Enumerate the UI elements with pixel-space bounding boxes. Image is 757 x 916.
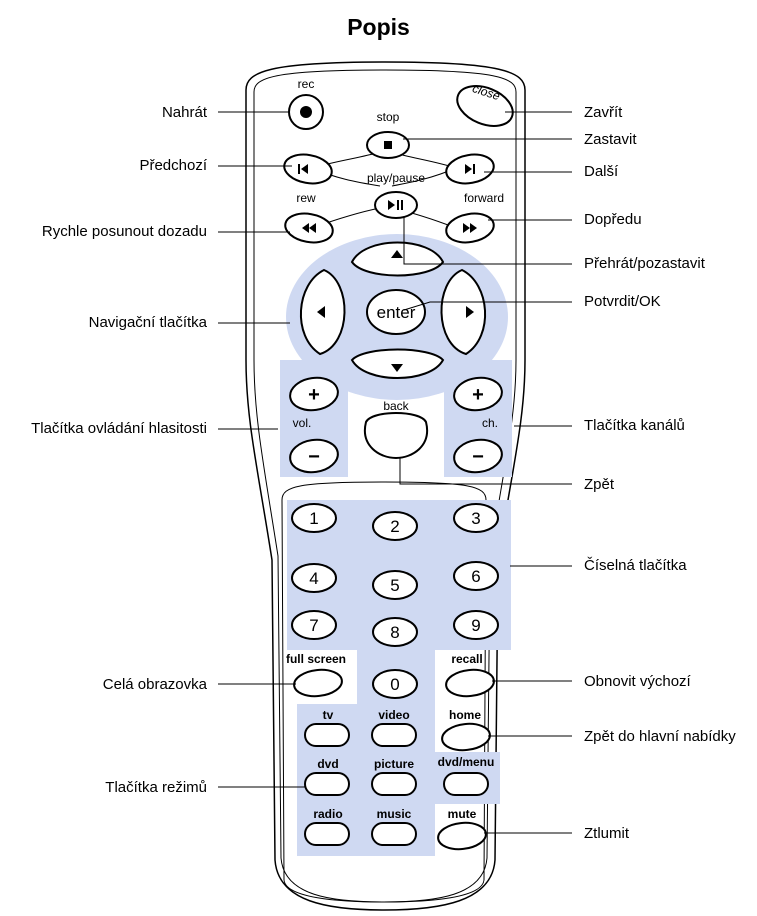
callout-home: Zpět do hlavní nabídky	[584, 728, 736, 745]
home-label: home	[449, 708, 481, 722]
stop-icon	[384, 141, 392, 149]
dvd-label: dvd	[317, 757, 338, 771]
back-button[interactable]	[365, 413, 427, 458]
digit-label: 1	[309, 509, 318, 528]
callout-forward: Dopředu	[584, 211, 642, 228]
callout-full-screen: Celá obrazovka	[103, 676, 208, 693]
callout-next: Další	[584, 163, 619, 180]
dvd-menu-label: dvd/menu	[438, 755, 495, 769]
mute-label: mute	[448, 807, 477, 821]
stop-label: stop	[377, 110, 400, 124]
digit-label: 5	[390, 576, 399, 595]
music-button[interactable]	[372, 823, 416, 845]
digit-label: 7	[309, 616, 318, 635]
callout-back: Zpět	[584, 476, 615, 493]
minus-icon: −	[472, 446, 484, 468]
tv-label: tv	[323, 708, 334, 722]
callout-channel: Tlačítka kanálů	[584, 417, 685, 434]
music-label: music	[377, 807, 412, 821]
radio-label: radio	[313, 807, 342, 821]
plus-icon: +	[308, 384, 320, 406]
callout-numbers: Číselná tlačítka	[584, 557, 687, 574]
callout-close: Zavřít	[584, 104, 623, 121]
digit-label: 8	[390, 623, 399, 642]
dvd-menu-button[interactable]	[444, 773, 488, 795]
callout-modes: Tlačítka režimů	[105, 779, 207, 796]
digit-label: 2	[390, 517, 399, 536]
plus-icon: +	[472, 384, 484, 406]
digit-label: 9	[471, 616, 480, 635]
play-pause-label: play/pause	[367, 171, 425, 185]
digit-label: 4	[309, 569, 318, 588]
video-button[interactable]	[372, 724, 416, 746]
back-label: back	[383, 399, 409, 413]
digit-label: 6	[471, 567, 480, 586]
callout-volume: Tlačítka ovládání hlasitosti	[31, 420, 207, 437]
ch-label: ch.	[482, 416, 498, 430]
rec-label: rec	[298, 77, 315, 91]
picture-label: picture	[374, 757, 414, 771]
radio-button[interactable]	[305, 823, 349, 845]
callout-rewind: Rychle posunout dozadu	[42, 223, 207, 240]
callout-previous: Předchozí	[139, 157, 207, 174]
callout-navigation: Navigační tlačítka	[89, 314, 208, 331]
tv-button[interactable]	[305, 724, 349, 746]
recall-label: recall	[451, 652, 482, 666]
dvd-button[interactable]	[305, 773, 349, 795]
rew-label: rew	[296, 191, 316, 205]
callout-record: Nahrát	[162, 104, 208, 121]
digit-label: 3	[471, 509, 480, 528]
callout-stop: Zastavit	[584, 131, 637, 148]
full-screen-label: full screen	[286, 652, 346, 666]
callout-recall: Obnovit výchozí	[584, 673, 692, 690]
record-icon	[300, 106, 312, 118]
callout-ok: Potvrdit/OK	[584, 293, 661, 310]
enter-label: enter	[377, 303, 416, 322]
video-label: video	[378, 708, 409, 722]
picture-button[interactable]	[372, 773, 416, 795]
callout-mute: Ztlumit	[584, 825, 630, 842]
minus-icon: −	[308, 446, 320, 468]
callout-play-pause: Přehrát/pozastavit	[584, 255, 706, 272]
digit-label: 0	[390, 675, 399, 694]
forward-label: forward	[464, 191, 504, 205]
vol-label: vol.	[293, 416, 312, 430]
play-pause-button[interactable]	[375, 192, 417, 218]
